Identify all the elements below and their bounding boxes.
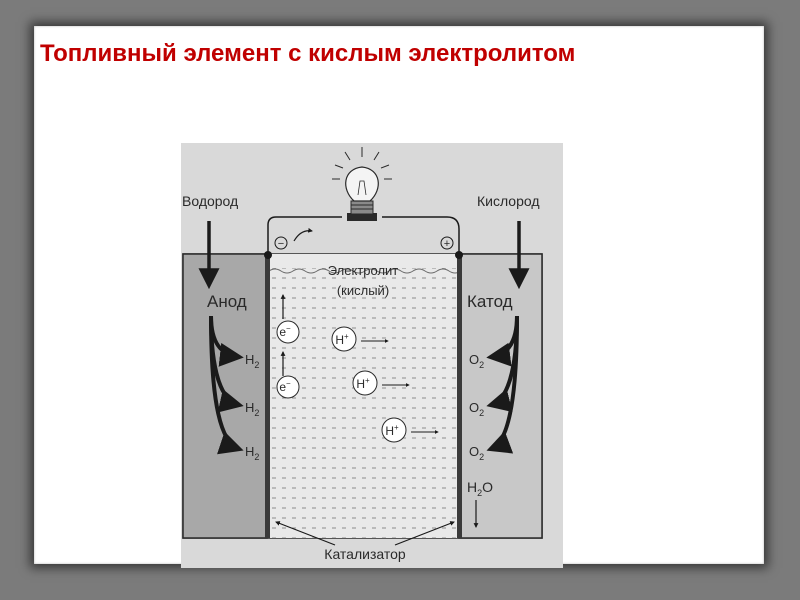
anode-species-1: H2	[245, 352, 259, 370]
fuel-cell-diagram: − + Водород Кислород Анод Катод Электрол…	[181, 143, 563, 568]
slide-title: Топливный элемент с кислым электролитом	[40, 40, 576, 67]
cathode-species-3: O2	[469, 444, 484, 462]
proton-label-2: H+	[356, 376, 370, 391]
water-product-label: H2O	[467, 479, 493, 498]
proton-label-1: H+	[335, 332, 349, 347]
anode-terminal	[264, 251, 272, 259]
light-bulb-icon	[332, 147, 392, 221]
anode-species-2: H2	[245, 400, 259, 418]
electron-flow-arrow-icon	[293, 227, 313, 242]
negative-sign: −	[278, 238, 284, 250]
electron-label-1: e−	[279, 324, 291, 339]
proton-label-3: H+	[385, 423, 399, 438]
electron-label-2: e−	[279, 379, 291, 394]
electron-particle-2	[276, 375, 300, 399]
anode-label: Анод	[207, 292, 247, 311]
oxygen-input-label: Кислород	[477, 193, 540, 209]
fuel-cell-svg: − + Водород Кислород Анод Катод Электрол…	[182, 147, 543, 562]
electrolyte-hatching	[267, 268, 459, 538]
proton-particle-3	[381, 417, 407, 443]
catalyst-label: Катализатор	[324, 546, 406, 562]
cathode-species-1: O2	[469, 352, 484, 370]
positive-terminal-badge	[440, 236, 454, 250]
cathode-species-2: O2	[469, 400, 484, 418]
proton-particle-1	[331, 326, 357, 352]
external-wire	[267, 216, 460, 255]
cathode-flow-arrows	[486, 315, 519, 454]
cathode-plate	[457, 254, 462, 538]
cathode-terminal	[455, 251, 463, 259]
electrolyte-acid-label: (кислый)	[337, 283, 389, 298]
anode-species-3: H2	[245, 444, 259, 462]
hydrogen-input-label: Водород	[182, 193, 238, 209]
anode-flow-arrows	[209, 315, 244, 455]
proton-particle-2	[352, 370, 378, 396]
catalyst-arrow-right	[394, 521, 455, 546]
electrolyte-surface	[268, 268, 462, 274]
anode-plate	[265, 254, 270, 538]
electrolyte-label: Электролит	[328, 263, 399, 278]
electron-particle-1	[276, 320, 300, 344]
negative-terminal-badge	[274, 236, 288, 250]
positive-sign: +	[444, 238, 450, 250]
catalyst-arrow-left	[275, 521, 336, 546]
cathode-label: Катод	[467, 292, 513, 311]
